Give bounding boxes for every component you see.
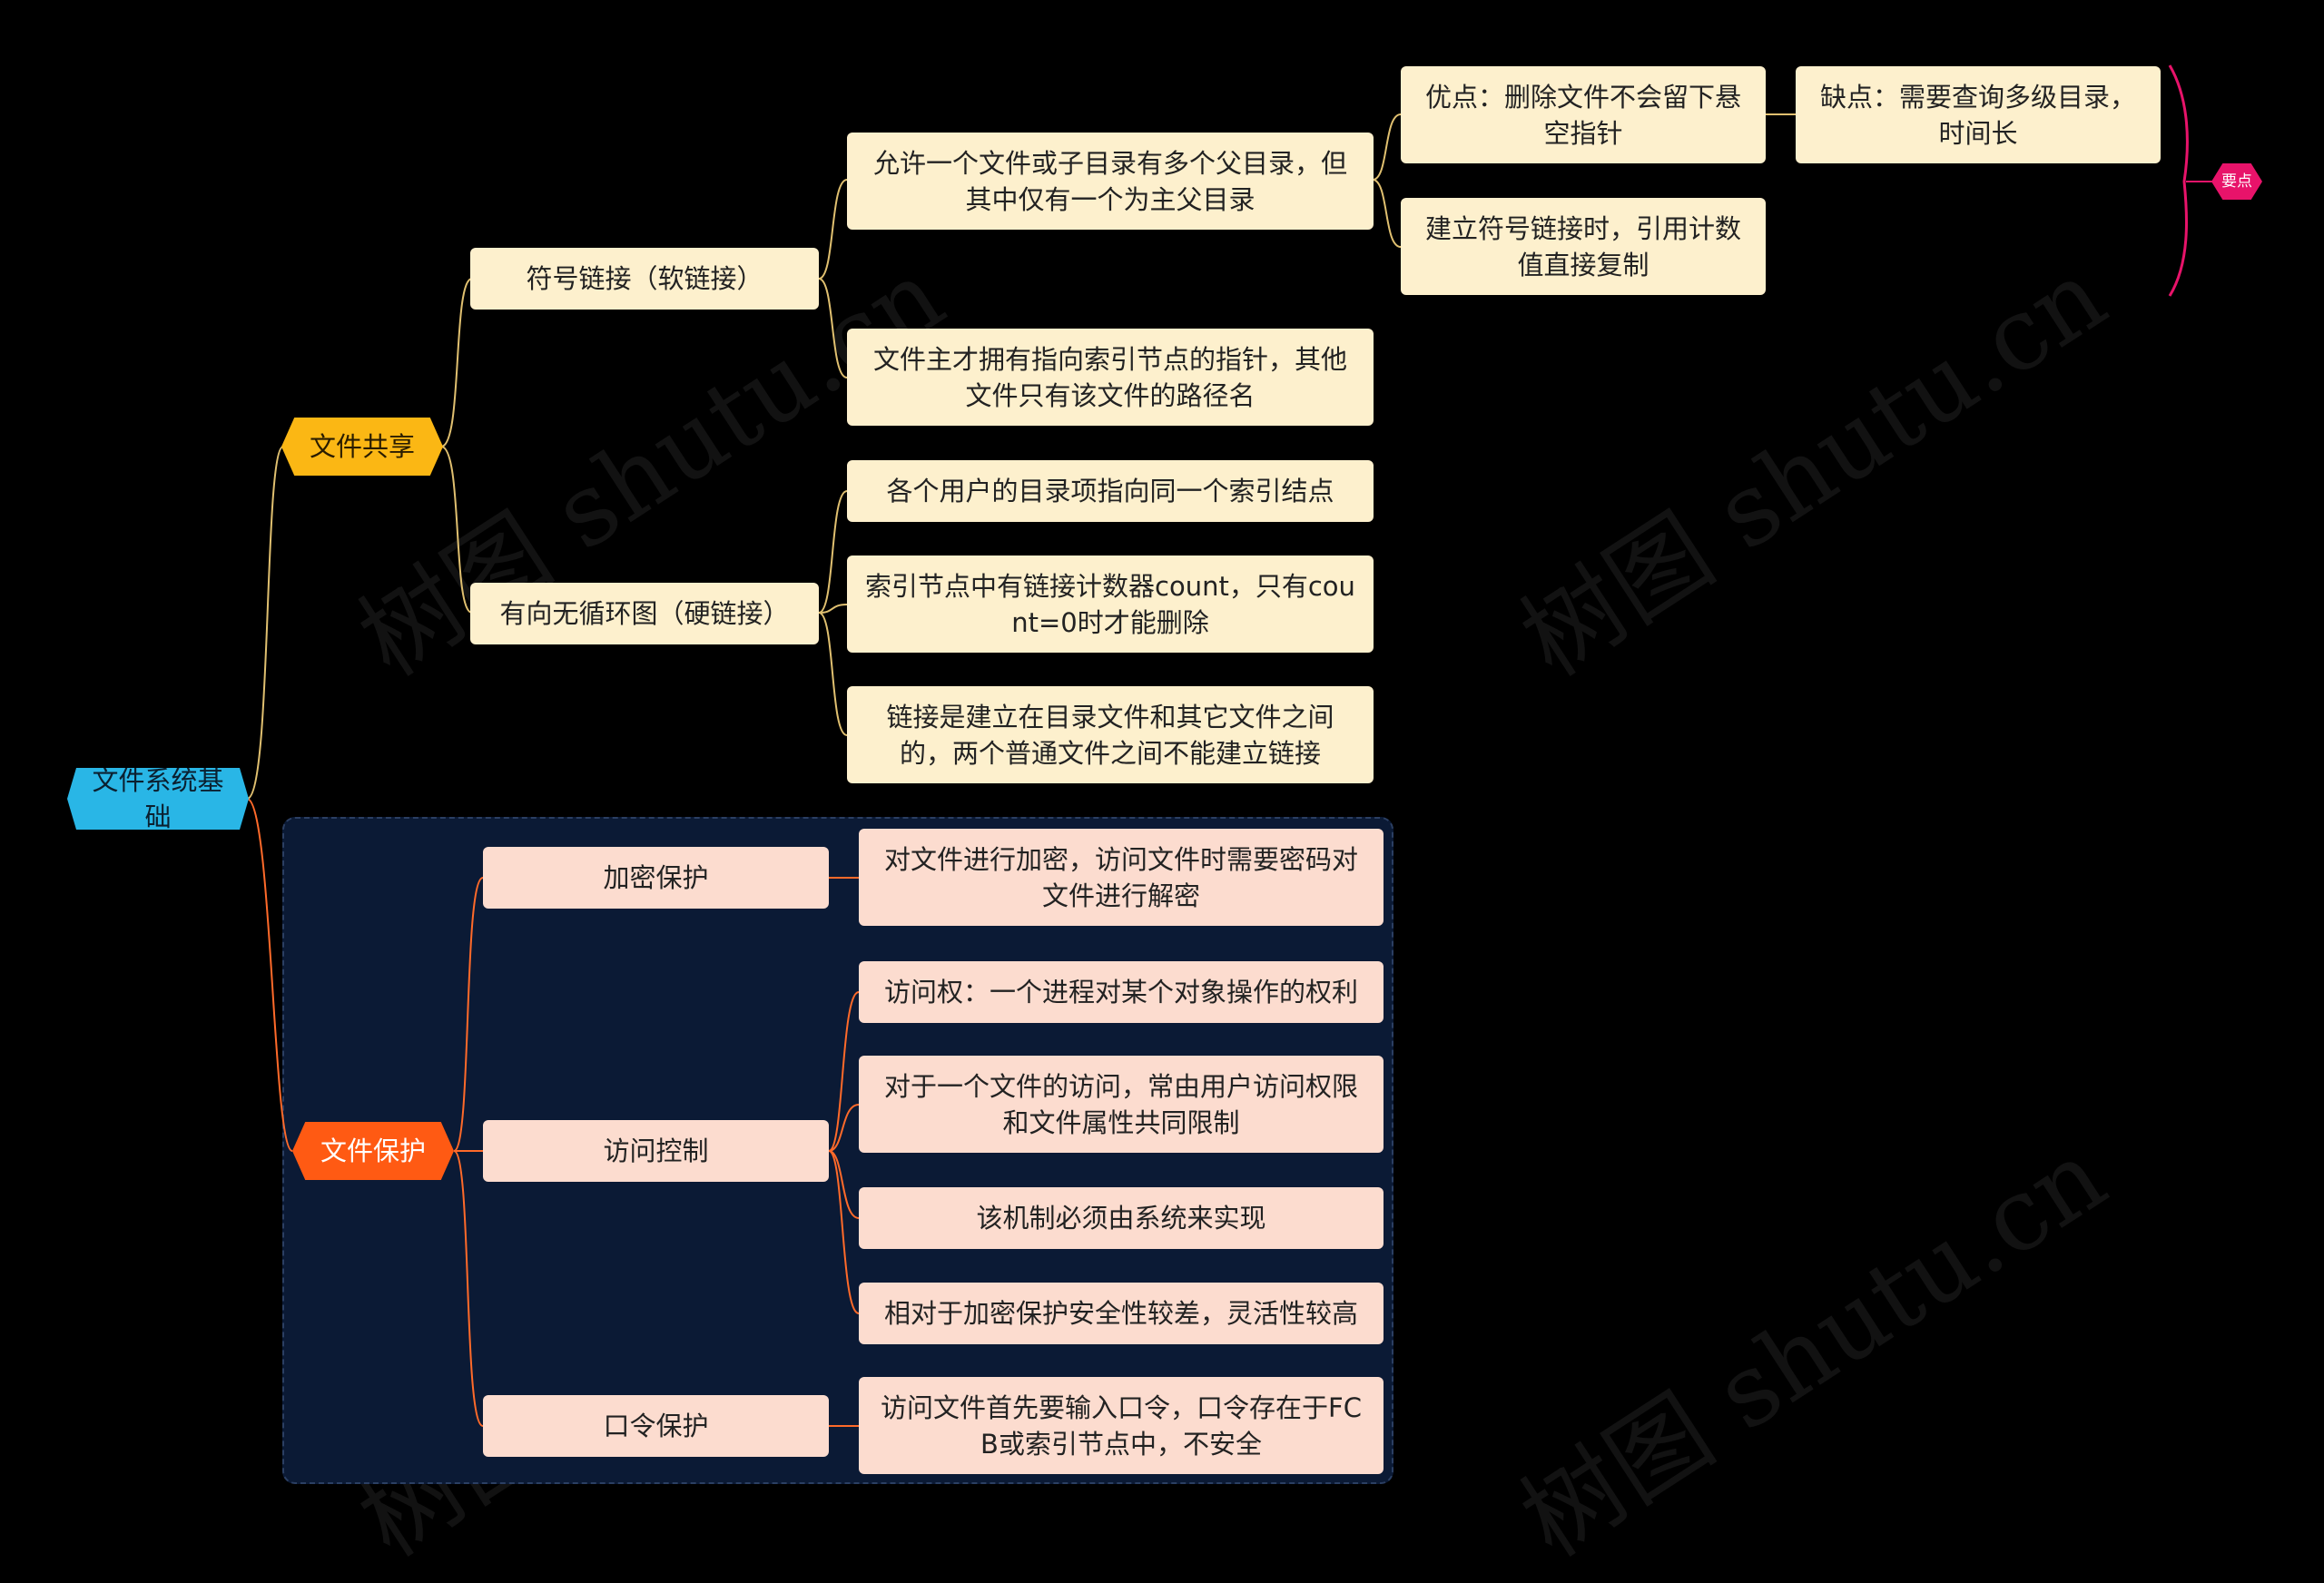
- link-share-symlink: [440, 278, 473, 447]
- node-access-compare[interactable]: 相对于加密保护安全性较差，灵活性较高: [859, 1283, 1384, 1344]
- link-access-compare: [828, 1150, 860, 1314]
- node-access-system[interactable]: 该机制必须由系统来实现: [859, 1187, 1384, 1249]
- summary-brace: [2168, 64, 2189, 297]
- link-symlink-multi: [818, 179, 848, 280]
- link-hard-between: [818, 612, 848, 736]
- link-multi-copy: [1372, 179, 1402, 248]
- subtopic-hardlink[interactable]: 有向无循环图（硬链接）: [470, 583, 819, 644]
- link-access-limit: [828, 1104, 860, 1152]
- link-multi-pro: [1372, 113, 1402, 181]
- node-same-inode[interactable]: 各个用户的目录项指向同一个索引结点: [847, 460, 1374, 522]
- topic-file-share[interactable]: 文件共享: [281, 418, 443, 476]
- node-multi-parent[interactable]: 允许一个文件或子目录有多个父目录，但其中仅有一个为主父目录: [847, 133, 1374, 230]
- node-pro[interactable]: 优点：删除文件不会留下悬空指针: [1401, 66, 1766, 163]
- node-encrypt-desc[interactable]: 对文件进行加密，访问文件时需要密码对文件进行解密: [859, 829, 1384, 926]
- node-link-between[interactable]: 链接是建立在目录文件和其它文件之间的，两个普通文件之间不能建立链接: [847, 686, 1374, 783]
- link-root-share: [246, 446, 284, 800]
- link-symlink-owner: [818, 278, 848, 379]
- node-link-counter[interactable]: 索引节点中有链接计数器count，只有count=0时才能删除: [847, 556, 1374, 653]
- topic-file-protect[interactable]: 文件保护: [292, 1122, 454, 1180]
- link-access-right: [828, 991, 860, 1152]
- link-share-hardlink: [440, 446, 473, 614]
- subtopic-encrypt[interactable]: 加密保护: [483, 847, 829, 909]
- node-con[interactable]: 缺点：需要查询多级目录，时间长: [1796, 66, 2161, 163]
- summary-tag[interactable]: 要点: [2211, 163, 2262, 200]
- node-access-limit[interactable]: 对于一个文件的访问，常由用户访问权限和文件属性共同限制: [859, 1056, 1384, 1153]
- link-root-protect: [246, 798, 293, 1152]
- link-protect-password: [453, 1150, 484, 1427]
- root-topic[interactable]: 文件系统基础: [67, 768, 249, 830]
- node-password-desc[interactable]: 访问文件首先要输入口令，口令存在于FCB或索引节点中，不安全: [859, 1377, 1384, 1474]
- node-copy-count[interactable]: 建立符号链接时，引用计数值直接复制: [1401, 198, 1766, 295]
- link-hard-same: [818, 490, 848, 614]
- subtopic-password[interactable]: 口令保护: [483, 1395, 829, 1457]
- link-hard-counter: [818, 604, 848, 614]
- link-access-system: [828, 1150, 860, 1219]
- node-access-right[interactable]: 访问权：一个进程对某个对象操作的权利: [859, 961, 1384, 1023]
- node-owner-pointer[interactable]: 文件主才拥有指向索引节点的指针，其他文件只有该文件的路径名: [847, 329, 1374, 426]
- subtopic-access-control[interactable]: 访问控制: [483, 1120, 829, 1182]
- link-protect-encrypt: [453, 877, 484, 1152]
- subtopic-symlink[interactable]: 符号链接（软链接）: [470, 248, 819, 310]
